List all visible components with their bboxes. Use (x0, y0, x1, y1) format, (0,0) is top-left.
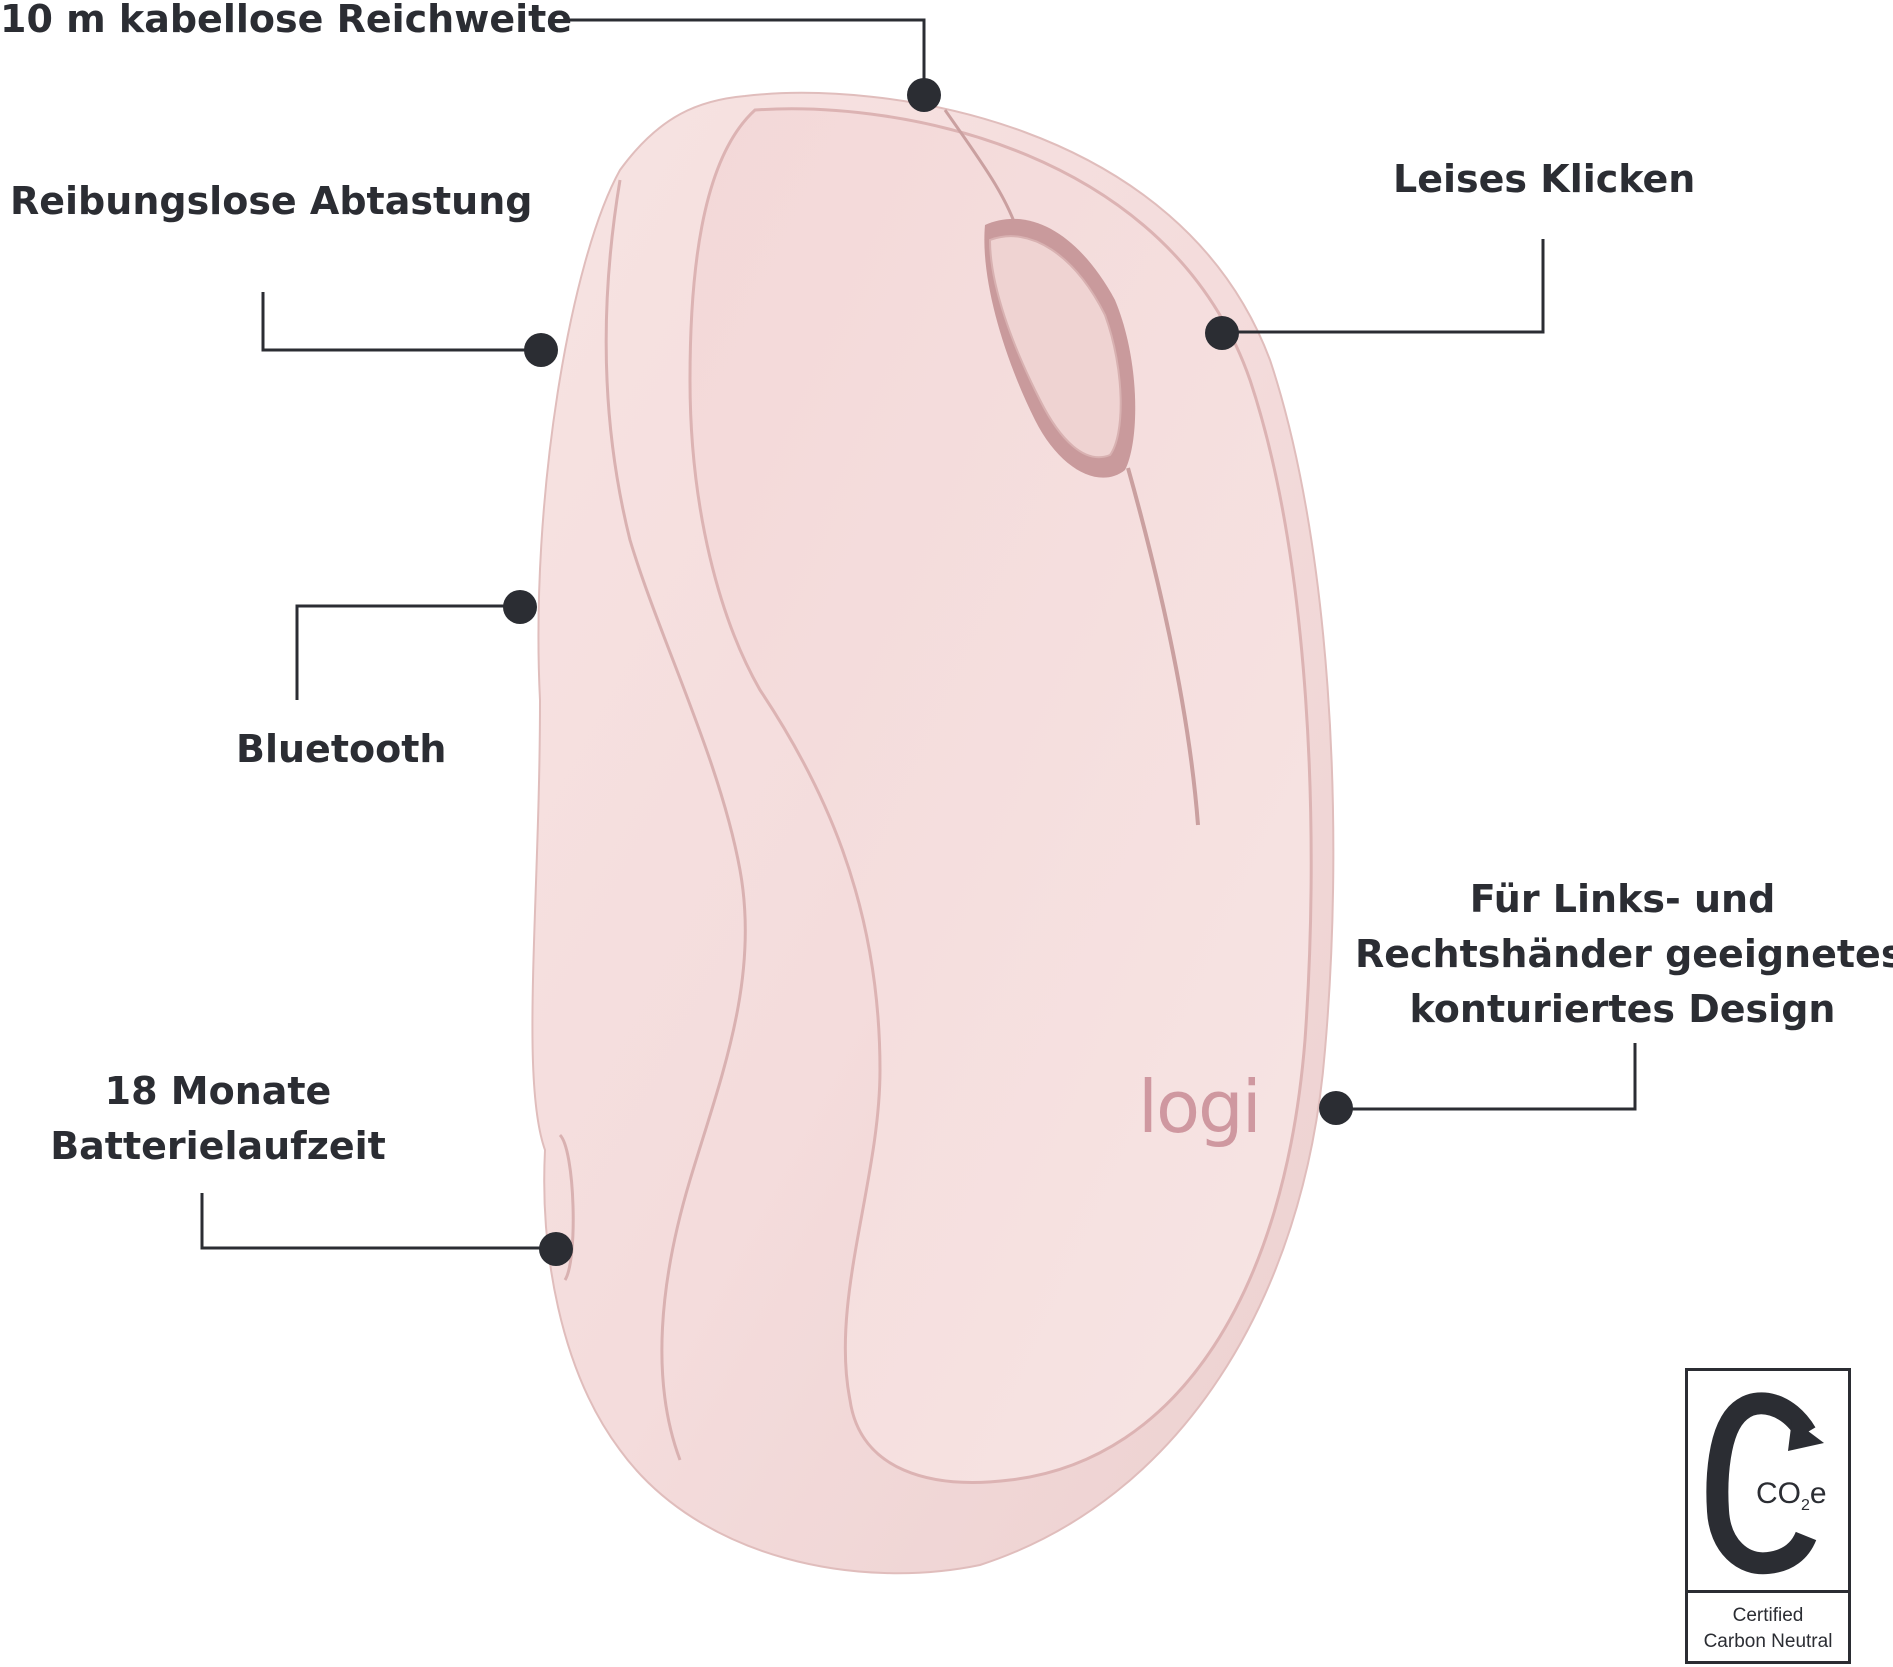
feature-label-design-line3: konturiertes Design (1409, 987, 1836, 1031)
badge-certification-text: Certified Carbon Neutral (1688, 1603, 1848, 1655)
feature-label-design-line2: Rechtshänder geeignetes, (1355, 932, 1893, 976)
feature-label-design: Für Links- und Rechtshänder geeignetes, … (1355, 872, 1893, 1037)
feature-label-click: Leises Klicken (1393, 157, 1696, 201)
callout-line-tracking (261, 292, 540, 352)
button-split-line-lower (1126, 467, 1200, 826)
badge-divider (1688, 1590, 1848, 1593)
callout-dot-tracking (524, 333, 558, 367)
callout-line-design (1336, 1043, 1637, 1111)
callout-line-click (1222, 239, 1545, 334)
feature-label-battery-line1: 18 Monate (104, 1069, 332, 1113)
badge-line1: Certified (1732, 1605, 1804, 1626)
callout-line-bluetooth (295, 604, 518, 700)
feature-label-design-line1: Für Links- und (1469, 877, 1776, 921)
co2-label: CO2e (1756, 1477, 1827, 1514)
co2-cycle-icon (1706, 1392, 1824, 1575)
side-button (558, 1133, 575, 1281)
callout-dot-range (907, 78, 941, 112)
callout-dots (503, 78, 1353, 1266)
feature-label-tracking: Reibungslose Abtastung (10, 179, 533, 223)
carbon-neutral-badge: CO2e Certified Carbon Neutral (1685, 1368, 1851, 1664)
feature-label-bluetooth: Bluetooth (236, 727, 447, 771)
side-seam (604, 179, 747, 1461)
logi-logo: logi (1138, 1065, 1262, 1149)
badge-line2: Carbon Neutral (1703, 1631, 1833, 1652)
callout-dot-click (1205, 316, 1239, 350)
scroll-wheel (988, 235, 1122, 459)
callout-dot-design (1319, 1091, 1353, 1125)
mouse-top-shell (688, 107, 1313, 1484)
feature-label-battery: 18 Monate Batterielaufzeit (48, 1064, 388, 1174)
feature-label-battery-line2: Batterielaufzeit (50, 1124, 386, 1168)
callout-line-range (570, 18, 926, 92)
callout-lines (200, 18, 1637, 1250)
feature-label-range: 10 m kabellose Reichweite (0, 0, 573, 41)
callout-line-battery (200, 1193, 555, 1250)
callout-dot-bluetooth (503, 590, 537, 624)
callout-dot-battery (539, 1232, 573, 1266)
